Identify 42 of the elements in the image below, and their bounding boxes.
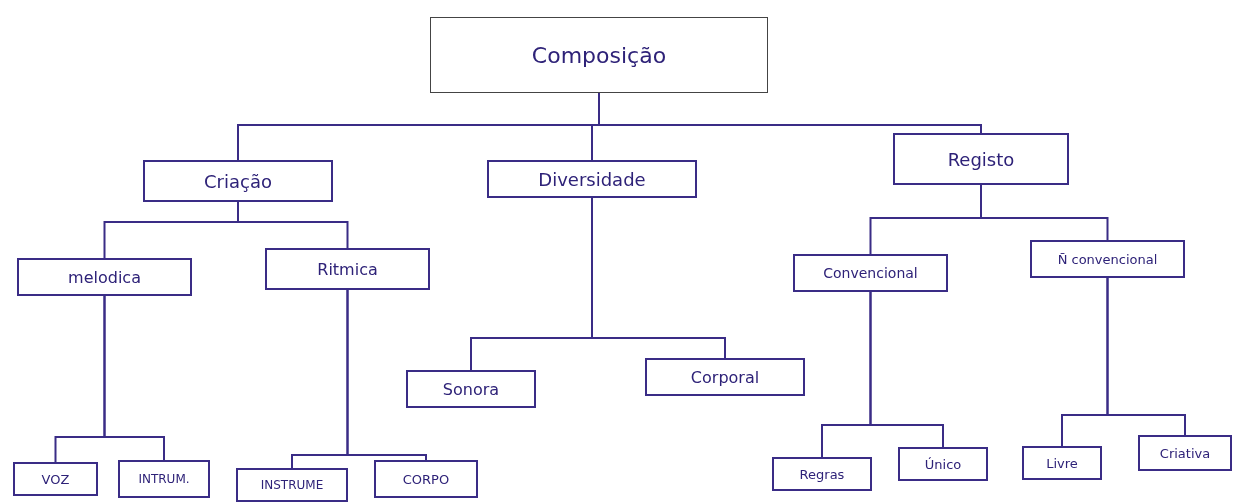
concept-label: Criação bbox=[204, 170, 272, 192]
concept-box bbox=[430, 17, 768, 93]
concept-box bbox=[1138, 435, 1232, 471]
tree-connector bbox=[980, 184, 1109, 241]
concept-label: Regras bbox=[799, 466, 845, 482]
concept-box bbox=[793, 254, 948, 292]
concept-label: CORPO bbox=[402, 471, 450, 487]
concept-label: Registo bbox=[947, 148, 1015, 170]
concept-label: N̄ convencional bbox=[1057, 251, 1158, 267]
concept-box bbox=[645, 358, 805, 396]
concept-label: Corporal bbox=[690, 367, 760, 387]
concept-label: Criativa bbox=[1159, 445, 1211, 461]
concept-label: VOZ bbox=[41, 471, 70, 487]
concept-label: Convencional bbox=[823, 265, 918, 281]
tree-connector bbox=[591, 197, 726, 359]
concept-box bbox=[374, 460, 478, 498]
concept-box bbox=[143, 160, 333, 202]
concept-label: INSTRUME bbox=[260, 478, 324, 492]
concept-label: melodica bbox=[68, 267, 141, 287]
concept-label: INTRUM. bbox=[138, 472, 190, 486]
concept-box bbox=[265, 248, 430, 290]
tree-connector bbox=[103, 295, 165, 461]
concept-label: Ritmica bbox=[317, 259, 378, 279]
concept-box bbox=[17, 258, 192, 296]
concept-box bbox=[236, 468, 348, 502]
concept-box bbox=[772, 457, 872, 491]
tree-connector bbox=[346, 289, 427, 461]
tree-connector bbox=[1106, 277, 1186, 436]
concept-label: Sonora bbox=[442, 379, 500, 399]
tree-connector bbox=[869, 291, 944, 448]
concept-label: Livre bbox=[1046, 455, 1078, 471]
concept-box bbox=[1022, 446, 1102, 480]
concept-box bbox=[487, 160, 697, 198]
concept-box bbox=[898, 447, 988, 481]
concept-box bbox=[118, 460, 210, 498]
concept-box bbox=[13, 462, 98, 496]
concept-label: Único bbox=[924, 456, 962, 472]
concept-box bbox=[406, 370, 536, 408]
concept-label: Diversidade bbox=[538, 168, 646, 190]
concept-box bbox=[1030, 240, 1185, 278]
concept-box bbox=[893, 133, 1069, 185]
concept-label: Composição bbox=[531, 42, 667, 68]
